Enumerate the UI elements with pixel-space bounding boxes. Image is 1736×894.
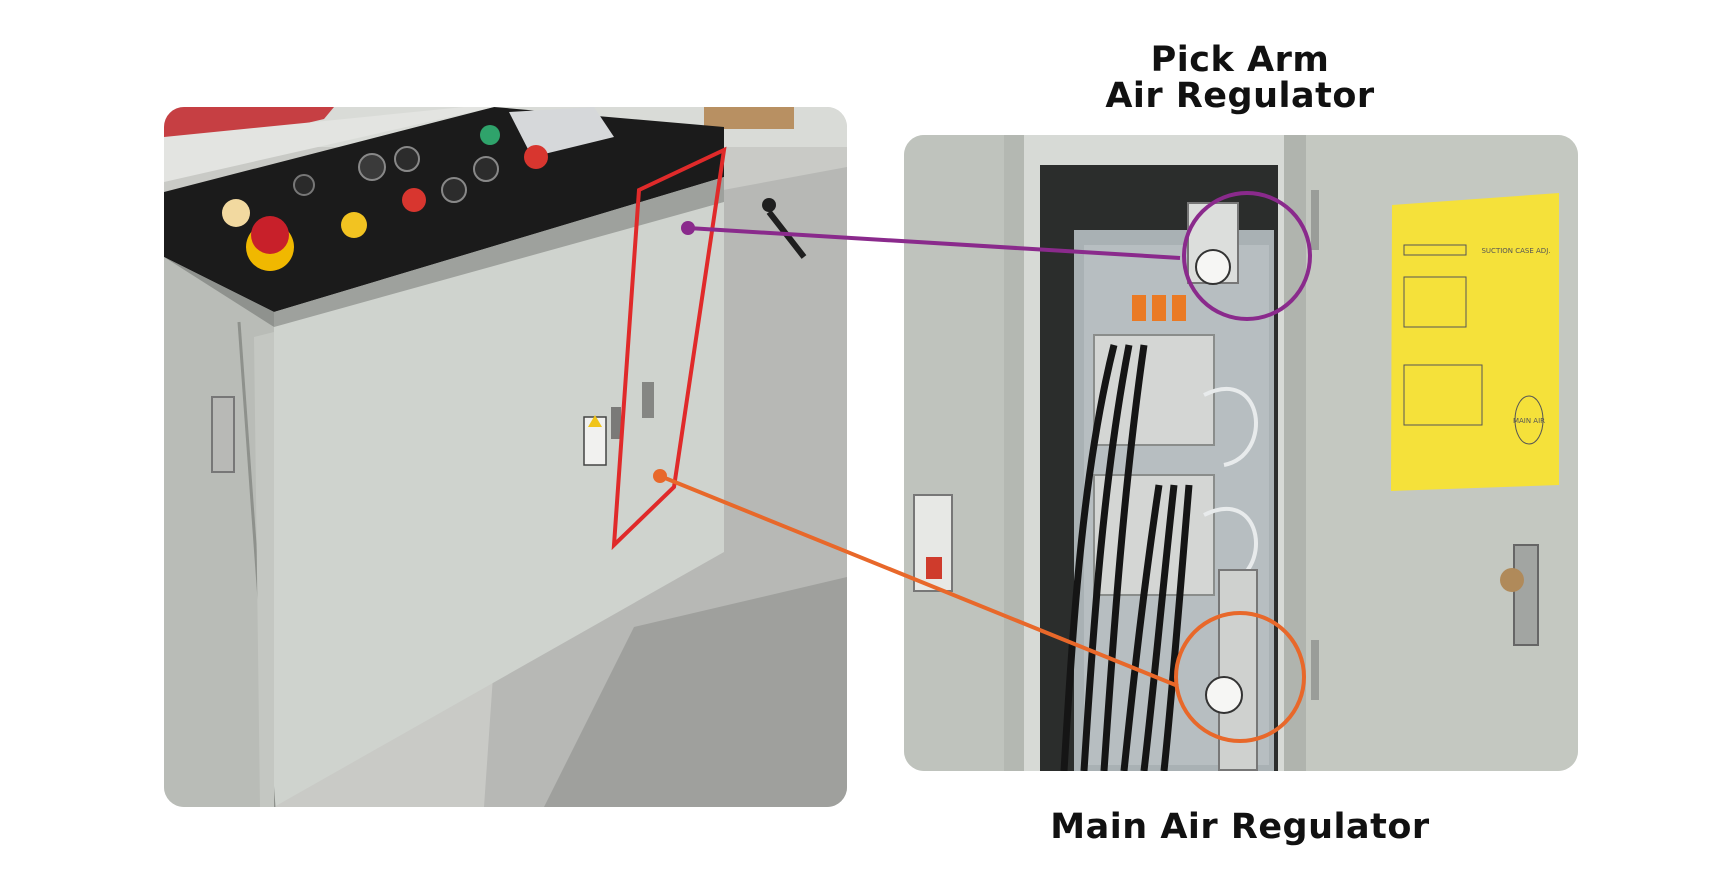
pick-arm-regulator-title: Pick Arm Air Regulator: [1040, 42, 1440, 114]
label-suction-case: SUCTION CASE ADJ.: [1481, 247, 1550, 255]
cabinet-front: [274, 202, 724, 807]
cabinet-side: [164, 257, 274, 807]
label-main-air: MAIN AIR: [1513, 417, 1545, 425]
yellow-label: [1391, 193, 1559, 491]
control-panel: [164, 107, 724, 312]
pick-arm-title-line1: Pick Arm: [1150, 40, 1330, 80]
highlight-box: [611, 146, 727, 551]
emergency-stop-button: [251, 216, 289, 254]
air-cabinet-illustration: SUCTION CASE ADJ. MAIN AIR: [904, 135, 1578, 771]
hinge: [211, 396, 235, 473]
pick-arm-callout-circle: [1182, 191, 1312, 321]
machine-cabinet-photo: [164, 107, 847, 807]
main-air-regulator: [1218, 569, 1258, 771]
main-air-leader-dot: [653, 469, 667, 483]
pick-arm-title-line2: Air Regulator: [1105, 76, 1375, 116]
side-switch: [913, 494, 953, 592]
main-air-regulator-title: Main Air Regulator: [1040, 809, 1440, 845]
pick-arm-gauge: [1195, 249, 1231, 285]
display-screen: [509, 107, 614, 157]
door-latch: [611, 407, 621, 439]
main-air-leader-line: [659, 474, 1179, 688]
main-air-callout-circle: [1174, 611, 1306, 743]
air-cabinet-photo: SUCTION CASE ADJ. MAIN AIR: [904, 135, 1578, 771]
main-air-gauge: [1205, 676, 1243, 714]
machine-cabinet-illustration: [164, 107, 847, 807]
pick-arm-leader-line: [687, 226, 1181, 260]
door-latch-plate: [1513, 544, 1539, 646]
indicator-light: [222, 199, 250, 227]
pick-arm-leader-dot: [681, 221, 695, 235]
main-air-title: Main Air Regulator: [1050, 807, 1430, 847]
